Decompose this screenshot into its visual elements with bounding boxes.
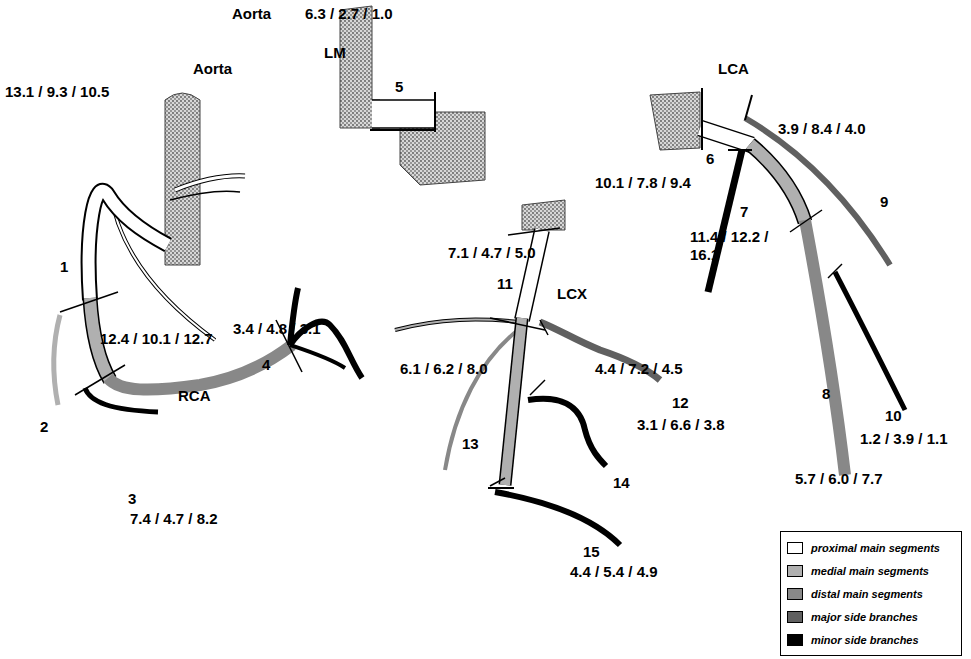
measurement: 4.4 / 5.4 / 4.9: [570, 563, 658, 581]
segment-number: 5: [395, 78, 403, 96]
segment-number: 4: [262, 356, 270, 374]
legend-text: distal main segments: [811, 588, 923, 600]
vessel-name: LM: [324, 44, 346, 62]
legend-text: medial main segments: [811, 565, 929, 577]
legend-text: major side branches: [811, 611, 918, 623]
measurement: 11.4 / 12.2 / 16.1: [690, 228, 782, 264]
legend-row: minor side branches: [787, 628, 955, 651]
segment-number: 6: [706, 150, 714, 168]
legend-swatch: [787, 634, 803, 646]
measurement: 3.1 / 6.6 / 3.8: [637, 416, 725, 434]
legend-row: proximal main segments: [787, 536, 955, 559]
legend-row: major side branches: [787, 605, 955, 628]
legend-text: minor side branches: [811, 634, 919, 646]
segment-number: 14: [613, 474, 630, 492]
legend-text: proximal main segments: [811, 542, 940, 554]
measurement: 1.2 / 3.9 / 1.1: [860, 430, 948, 448]
segment-number: 3: [128, 490, 136, 508]
measurement: 10.1 / 7.8 / 9.4: [595, 174, 691, 192]
legend-swatch: [787, 565, 803, 577]
measurement: 5.7 / 6.0 / 7.7: [795, 470, 883, 488]
legend-swatch: [787, 542, 803, 554]
legend-row: medial main segments: [787, 559, 955, 582]
measurement: 13.1 / 9.3 / 10.5: [5, 83, 109, 101]
legend-swatch: [787, 611, 803, 623]
measurement: 6.1 / 6.2 / 8.0: [400, 360, 488, 378]
segment-number: 1: [60, 258, 68, 276]
segment-number: 11: [497, 275, 513, 293]
vessel-name: LCA: [718, 60, 749, 78]
segment-number: 8: [822, 385, 830, 403]
measurement: 7.1 / 4.7 / 5.0: [448, 244, 536, 262]
segment-number: 9: [880, 193, 888, 211]
measurement: 6.3 / 2.7 / 1.0: [305, 5, 393, 23]
measurement: 4.4 / 7.2 / 4.5: [595, 360, 683, 378]
legend-row: distal main segments: [787, 582, 955, 605]
segment-number: 10: [885, 407, 902, 425]
segment-number: 13: [462, 435, 479, 453]
segment-number: 15: [583, 543, 600, 561]
vessel-name: RCA: [178, 387, 211, 405]
segment-number: 2: [40, 418, 48, 436]
measurement: 12.4 / 10.1 / 12.7: [100, 330, 213, 348]
vessel-name: Aorta: [232, 5, 271, 23]
legend-swatch: [787, 588, 803, 600]
measurement: 7.4 / 4.7 / 8.2: [130, 510, 218, 528]
measurement: 3.9 / 8.4 / 4.0: [778, 120, 866, 138]
segment-number: 7: [740, 203, 748, 221]
legend-box: proximal main segments medial main segmen…: [780, 531, 962, 656]
segment-number: 12: [672, 394, 689, 412]
vessel-name: Aorta: [193, 60, 232, 78]
vessel-name: LCX: [557, 285, 587, 303]
measurement: 3.4 / 4.8 / 3.1: [233, 320, 321, 338]
